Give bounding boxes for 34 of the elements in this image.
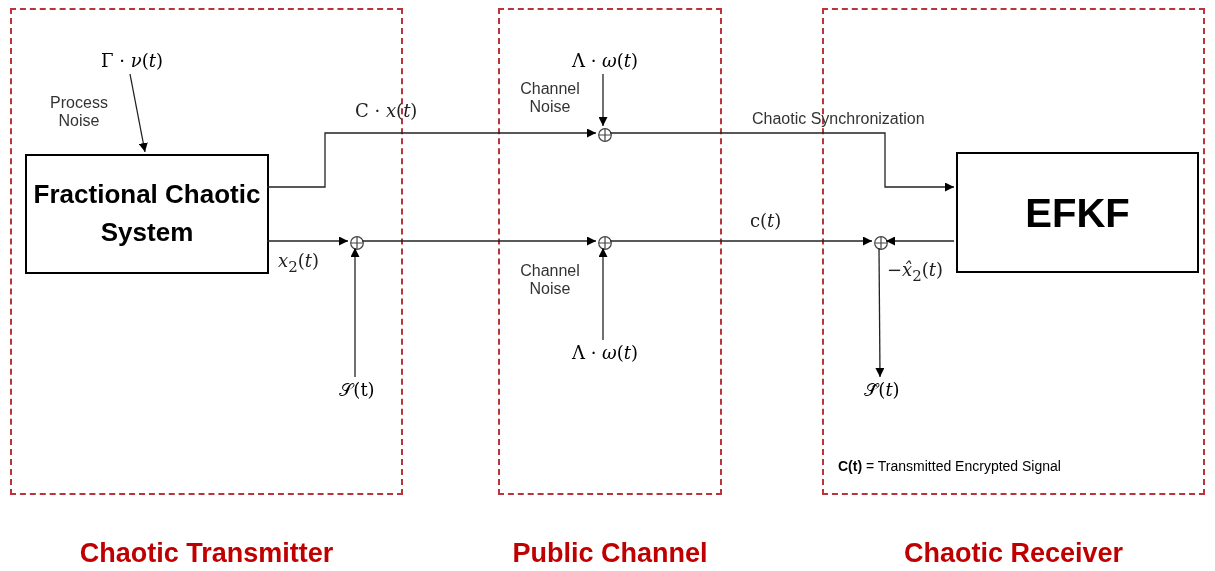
summing-junction (598, 236, 612, 250)
edge-label: Channel Noise (519, 262, 581, 298)
arrow (350, 247, 360, 378)
arrow (598, 247, 608, 341)
edge-label: x$_{2}$(t) (278, 250, 319, 276)
arrow (885, 236, 955, 246)
arrow (609, 236, 873, 246)
summing-junction (350, 236, 364, 250)
section-heading: Chaotic Receiver (902, 538, 1125, 569)
signal-label: Λ · ω(t) (562, 342, 648, 368)
summing-junction (598, 128, 612, 142)
signal-label: Λ · ω(t) (562, 50, 648, 76)
edge-label: −x̂$_{2}$(t) (887, 259, 944, 285)
edge-label: C · x(t) (355, 100, 418, 121)
note-text: C(t) = Transmitted Encrypted Signal (838, 458, 1061, 474)
system-block: EFKF (956, 152, 1199, 273)
edge-label: Channel Noise (519, 80, 581, 116)
signal-label: 𝒮̂(t) (857, 379, 907, 409)
system-block: Fractional Chaotic System (25, 154, 269, 274)
summing-junction (874, 236, 888, 250)
arrow (609, 132, 955, 192)
arrow (266, 128, 597, 188)
section-heading: Chaotic Transmitter (78, 538, 335, 569)
section-heading: Public Channel (511, 538, 709, 569)
arrow (875, 247, 885, 378)
edge-label: Process Noise (49, 94, 109, 130)
signal-label: 𝒮(t) (332, 379, 382, 405)
signal-label: Γ · ν(t) (97, 50, 167, 76)
edge-label: c(t) (750, 210, 782, 231)
arrow (266, 236, 349, 246)
arrow (129, 73, 148, 153)
arrow (361, 236, 597, 246)
edge-label: Chaotic Synchronization (752, 110, 925, 128)
arrow (598, 73, 608, 127)
